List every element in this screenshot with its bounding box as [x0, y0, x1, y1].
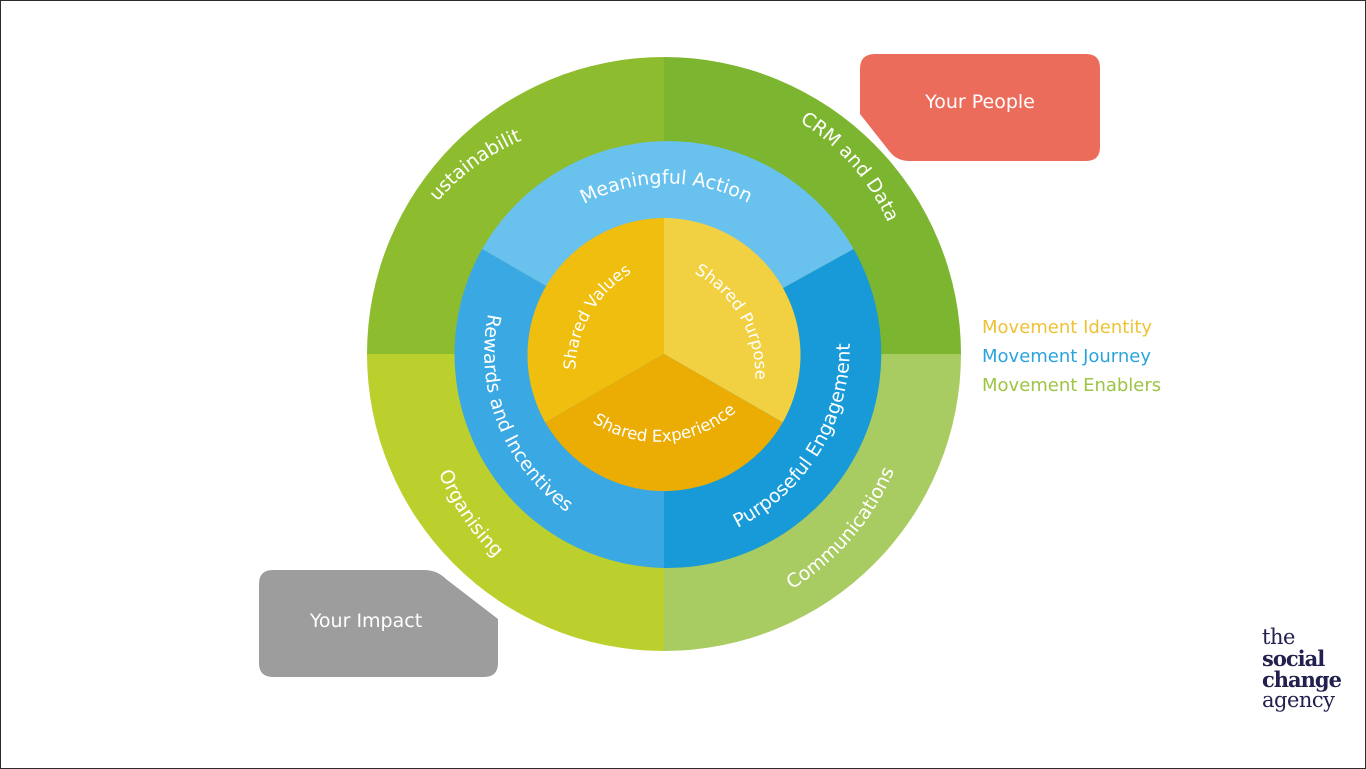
logo-line-agency: agency — [1262, 688, 1335, 712]
callout-your-impact-shape — [259, 570, 498, 677]
logo-line-the: the — [1262, 625, 1295, 649]
inner-segment-shared-purpose — [664, 218, 801, 423]
label-sustainability: Sustainability — [0, 0, 524, 205]
logo-line-change: change — [1262, 667, 1342, 692]
inner-segment-shared-values — [527, 218, 664, 423]
inner-segment-shared-experience — [545, 354, 783, 492]
callout-your-people-shape — [860, 54, 1100, 161]
callout-your-people-label: Your People — [924, 91, 1035, 113]
legend-item-movement-journey: Movement Journey — [982, 346, 1152, 367]
legend-item-movement-enablers: Movement Enablers — [982, 375, 1162, 396]
callout-your-impact: Your Impact — [259, 570, 498, 677]
logo-line-social: social — [1262, 646, 1325, 671]
legend-item-movement-identity: Movement Identity — [982, 317, 1153, 338]
legend: Movement Identity Movement Journey Movem… — [982, 313, 1161, 400]
callout-your-people: Your People — [860, 54, 1100, 161]
callout-your-impact-label: Your Impact — [309, 610, 422, 632]
logo-the-social-change-agency: the social change agency — [1262, 625, 1342, 712]
